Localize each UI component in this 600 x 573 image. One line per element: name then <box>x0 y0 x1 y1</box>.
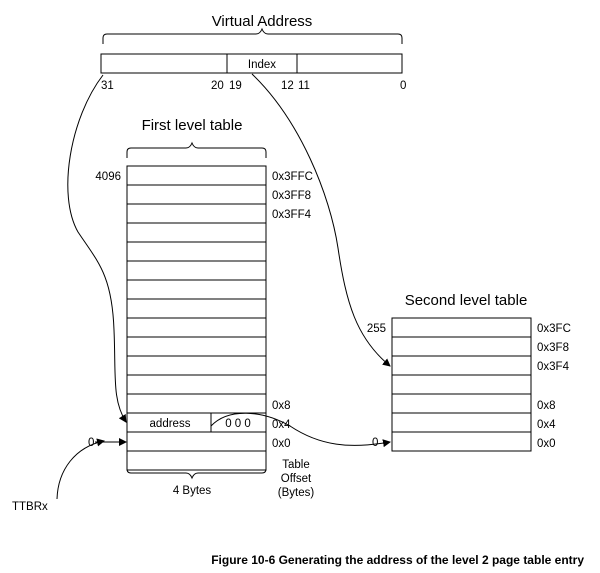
table-row <box>126 336 267 357</box>
table-row <box>126 393 267 414</box>
bit-11-label: 11 <box>298 80 310 92</box>
second-level-title: Second level table <box>405 292 528 309</box>
offset-label: 0x3FFC <box>272 171 313 183</box>
width-label: 4 Bytes <box>173 485 212 497</box>
table-row <box>126 241 267 262</box>
table-row <box>126 165 267 186</box>
table-row <box>391 317 532 338</box>
table-row <box>391 393 532 414</box>
offset-label: 0x8 <box>537 400 556 412</box>
entry-address-label: address <box>150 418 191 430</box>
offset-label: 0x0 <box>272 438 291 450</box>
first-level-title: First level table <box>142 117 243 134</box>
bit-12-label: 12 <box>281 80 294 92</box>
entry-zeros-label: 0 0 0 <box>225 418 251 430</box>
table-row <box>126 450 267 471</box>
offset-label: 0x3FC <box>537 323 571 335</box>
offset-label: 0x8 <box>272 400 291 412</box>
first-level-brace <box>126 141 267 158</box>
offset-label: 0x3F4 <box>537 361 570 373</box>
offset-label: 0x4 <box>537 419 556 431</box>
address-to-table-arrow <box>210 412 391 448</box>
index-field <box>226 53 298 74</box>
virtual-address-title: Virtual Address <box>212 13 313 30</box>
bit-31-label: 31 <box>101 80 114 92</box>
table-row <box>126 298 267 319</box>
offset-label: 0x3FF4 <box>272 209 312 221</box>
offset-label: 0x0 <box>537 438 556 450</box>
offset-caption: (Bytes) <box>278 487 315 499</box>
second-level-table <box>391 317 532 452</box>
first-level-width-brace <box>126 464 267 480</box>
first-level-index-arrow <box>67 74 127 423</box>
table-row <box>126 184 267 205</box>
table-row <box>391 374 532 395</box>
ttbr-label: TTBRx <box>12 501 48 513</box>
virtual-address-brace <box>102 27 403 44</box>
ttbr-arrow <box>56 438 105 500</box>
index-label: Index <box>248 59 276 71</box>
bit-0-label: 0 <box>400 80 406 92</box>
first-level-table <box>126 165 267 471</box>
table-row <box>126 222 267 243</box>
second-level-top-index: 255 <box>367 323 386 335</box>
bit-20-label: 20 <box>211 80 224 92</box>
table-row <box>391 431 532 452</box>
table-row <box>126 431 267 452</box>
table-row <box>391 336 532 357</box>
table-row <box>391 412 532 433</box>
second-level-index-arrow <box>251 73 391 367</box>
offset-caption: Table <box>282 459 310 471</box>
table-row <box>126 317 267 338</box>
offset-label: 0x3F8 <box>537 342 569 354</box>
offset-label: 0x3FF8 <box>272 190 311 202</box>
offset-caption: Offset <box>281 473 312 485</box>
table-row <box>126 260 267 281</box>
second-level-bottom-index: 0 <box>372 437 378 449</box>
table-row <box>126 279 267 300</box>
figure-caption: Figure 10-6 Generating the address of th… <box>211 553 584 567</box>
first-level-top-index: 4096 <box>95 171 121 183</box>
offset-label: 0x4 <box>272 419 291 431</box>
bit-19-label: 19 <box>229 80 242 92</box>
table-row <box>126 374 267 395</box>
table-row <box>391 355 532 376</box>
table-row <box>126 203 267 224</box>
table-row <box>126 355 267 376</box>
first-level-bottom-index: 0 <box>88 437 94 449</box>
